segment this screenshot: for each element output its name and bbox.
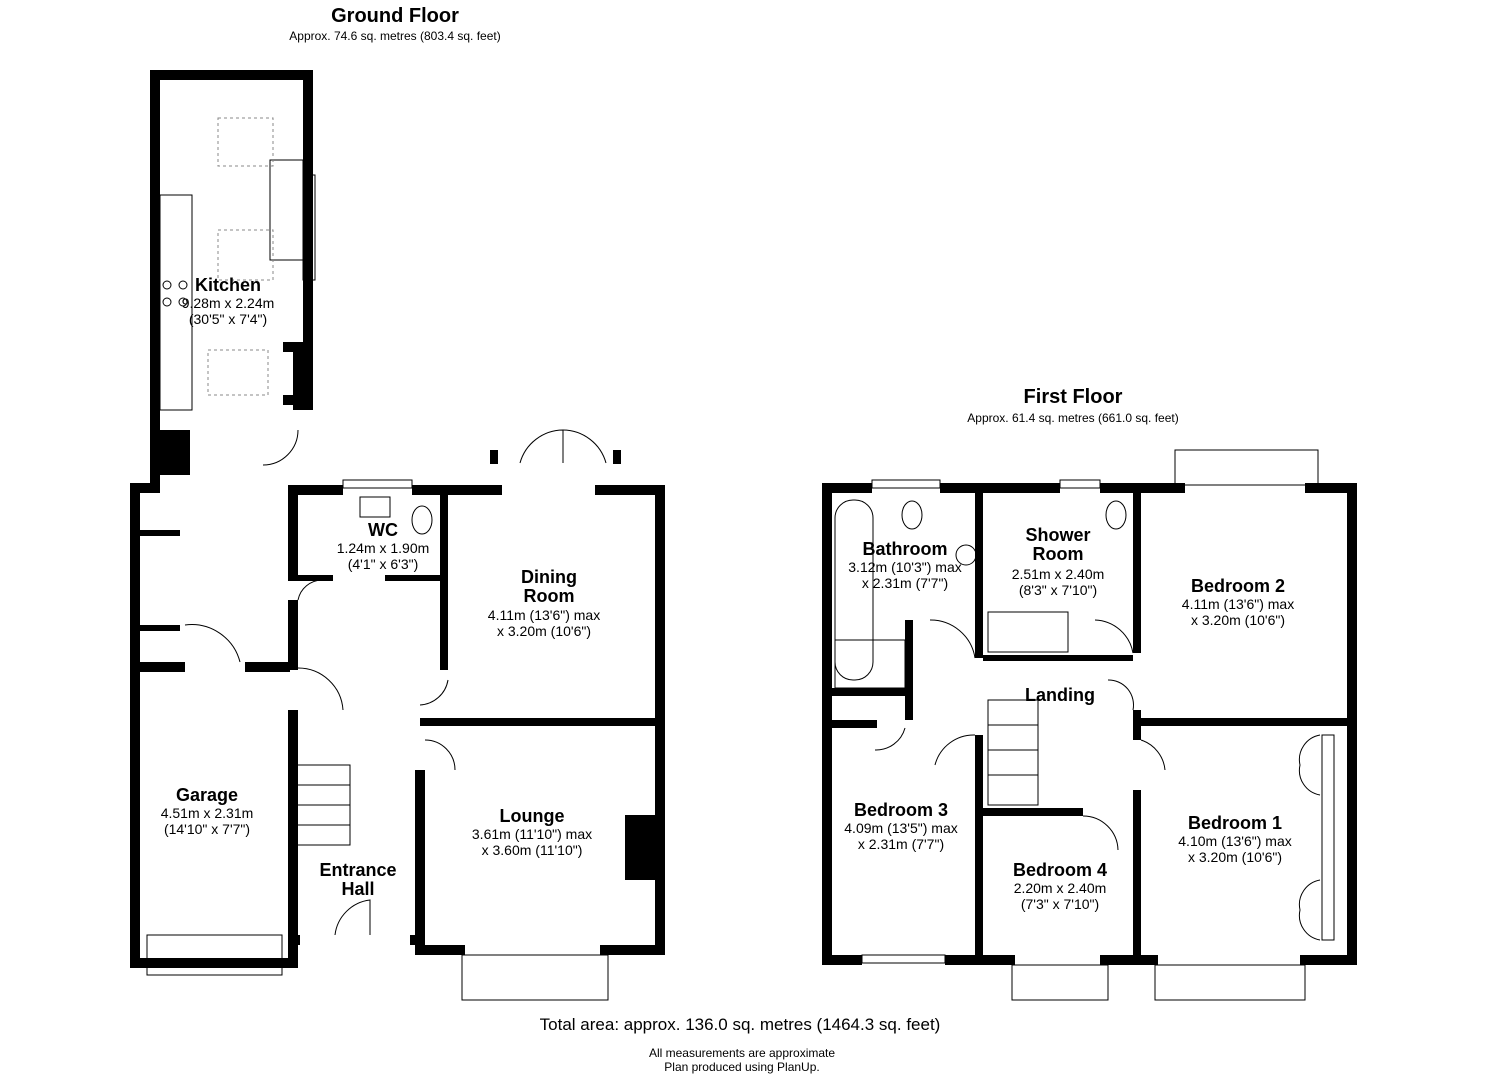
first-floor-title: First Floor bbox=[1023, 386, 1123, 408]
room-name: Entrance Hall bbox=[319, 860, 397, 899]
room-dims: 1.24m x 1.90m bbox=[336, 539, 430, 556]
room-bedroom-2: Bedroom 2 4.11m (13'6") max x 3.20m (10'… bbox=[1182, 577, 1294, 628]
room-wc: WC 1.24m x 1.90m (4'1" x 6'3") bbox=[337, 521, 430, 572]
room-landing: Landing bbox=[1025, 686, 1095, 705]
footer-disclaimer: All measurements are approximate bbox=[648, 1046, 836, 1060]
room-kitchen: Kitchen 9.28m x 2.24m (30'5" x 7'4") bbox=[182, 276, 275, 327]
room-dims: 4.11m (13'6") max bbox=[487, 607, 601, 623]
room-name: Bedroom 4 bbox=[1012, 860, 1108, 880]
room-name: Shower Room bbox=[1025, 525, 1091, 564]
first-floor-area: Approx. 61.4 sq. metres (661.0 sq. feet) bbox=[967, 411, 1179, 425]
room-dims-imperial: (14'10" x 7'7") bbox=[163, 820, 251, 837]
room-bedroom-3: Bedroom 3 4.09m (13'5") max x 2.31m (7'7… bbox=[844, 801, 957, 852]
footer-note: All measurements are approximate Plan pr… bbox=[649, 1046, 835, 1075]
room-name: Bedroom 2 bbox=[1190, 576, 1286, 596]
room-dims-imperial: x 2.31m (7'7") bbox=[857, 835, 945, 852]
room-dims: 4.10m (13'6") max bbox=[1178, 832, 1292, 849]
room-dims-imperial: x 2.31m (7'7") bbox=[861, 574, 949, 591]
room-dims: 4.09m (13'5") max bbox=[844, 819, 958, 836]
room-name: Bedroom 1 bbox=[1187, 813, 1283, 833]
room-name: Bedroom 3 bbox=[853, 800, 949, 820]
room-shower-dims: 2.51m x 2.40m (8'3" x 7'10") bbox=[1012, 566, 1105, 598]
room-dims: 4.11m (13'6") max bbox=[1181, 595, 1295, 612]
room-entrance-hall: Entrance Hall bbox=[308, 861, 408, 899]
room-dims: 4.51m x 2.31m bbox=[160, 804, 254, 821]
room-dims-imperial: (4'1" x 6'3") bbox=[347, 555, 419, 572]
ground-floor-fixtures bbox=[146, 117, 609, 1001]
room-dims-imperial: x 3.60m (11'10") bbox=[481, 841, 583, 858]
room-name: Garage bbox=[175, 785, 239, 805]
room-dims: 9.28m x 2.24m bbox=[181, 294, 275, 311]
ground-floor-title: Ground Floor bbox=[331, 5, 459, 27]
room-name: Lounge bbox=[499, 806, 565, 826]
room-dims: 3.12m (10'3") max bbox=[848, 558, 962, 575]
room-dims-imperial: (8'3" x 7'10") bbox=[1018, 582, 1098, 599]
room-dims: 3.61m (11'10") max bbox=[471, 825, 593, 842]
total-area: Total area: approx. 136.0 sq. metres (14… bbox=[539, 1015, 941, 1034]
room-dining-dims: 4.11m (13'6") max x 3.20m (10'6") bbox=[488, 607, 600, 639]
room-dims-imperial: x 3.20m (10'6") bbox=[496, 623, 591, 640]
room-name: Landing bbox=[1025, 685, 1095, 705]
room-name: WC bbox=[367, 520, 398, 540]
room-dims-imperial: x 3.20m (10'6") bbox=[1187, 848, 1282, 865]
ground-floor-area: Approx. 74.6 sq. metres (803.4 sq. feet) bbox=[289, 29, 501, 43]
room-garage: Garage 4.51m x 2.31m (14'10" x 7'7") bbox=[161, 786, 254, 837]
room-dims: 2.20m x 2.40m bbox=[1013, 879, 1107, 896]
room-bedroom-4: Bedroom 4 2.20m x 2.40m (7'3" x 7'10") bbox=[1013, 861, 1107, 912]
ground-floor-walls bbox=[130, 70, 665, 968]
first-floor-fixtures bbox=[834, 449, 1335, 1001]
footer-credit: Plan produced using PlanUp. bbox=[664, 1060, 820, 1075]
room-dims-imperial: x 3.20m (10'6") bbox=[1190, 611, 1285, 628]
room-lounge: Lounge 3.61m (11'10") max x 3.60m (11'10… bbox=[472, 807, 592, 858]
room-dims: 2.51m x 2.40m bbox=[1011, 566, 1105, 582]
room-shower-room: Shower Room bbox=[1018, 526, 1098, 564]
first-floor-walls bbox=[822, 483, 1357, 965]
room-dining: Dining Room bbox=[509, 568, 589, 606]
room-name: Bathroom bbox=[862, 539, 948, 559]
room-dims-imperial: (7'3" x 7'10") bbox=[1020, 895, 1100, 912]
room-name: Dining Room bbox=[521, 567, 577, 606]
room-dims-imperial: (30'5" x 7'4") bbox=[188, 310, 268, 327]
room-name: Kitchen bbox=[194, 275, 262, 295]
room-bathroom: Bathroom 3.12m (10'3") max x 2.31m (7'7"… bbox=[848, 540, 961, 591]
room-bedroom-1: Bedroom 1 4.10m (13'6") max x 3.20m (10'… bbox=[1178, 814, 1291, 865]
